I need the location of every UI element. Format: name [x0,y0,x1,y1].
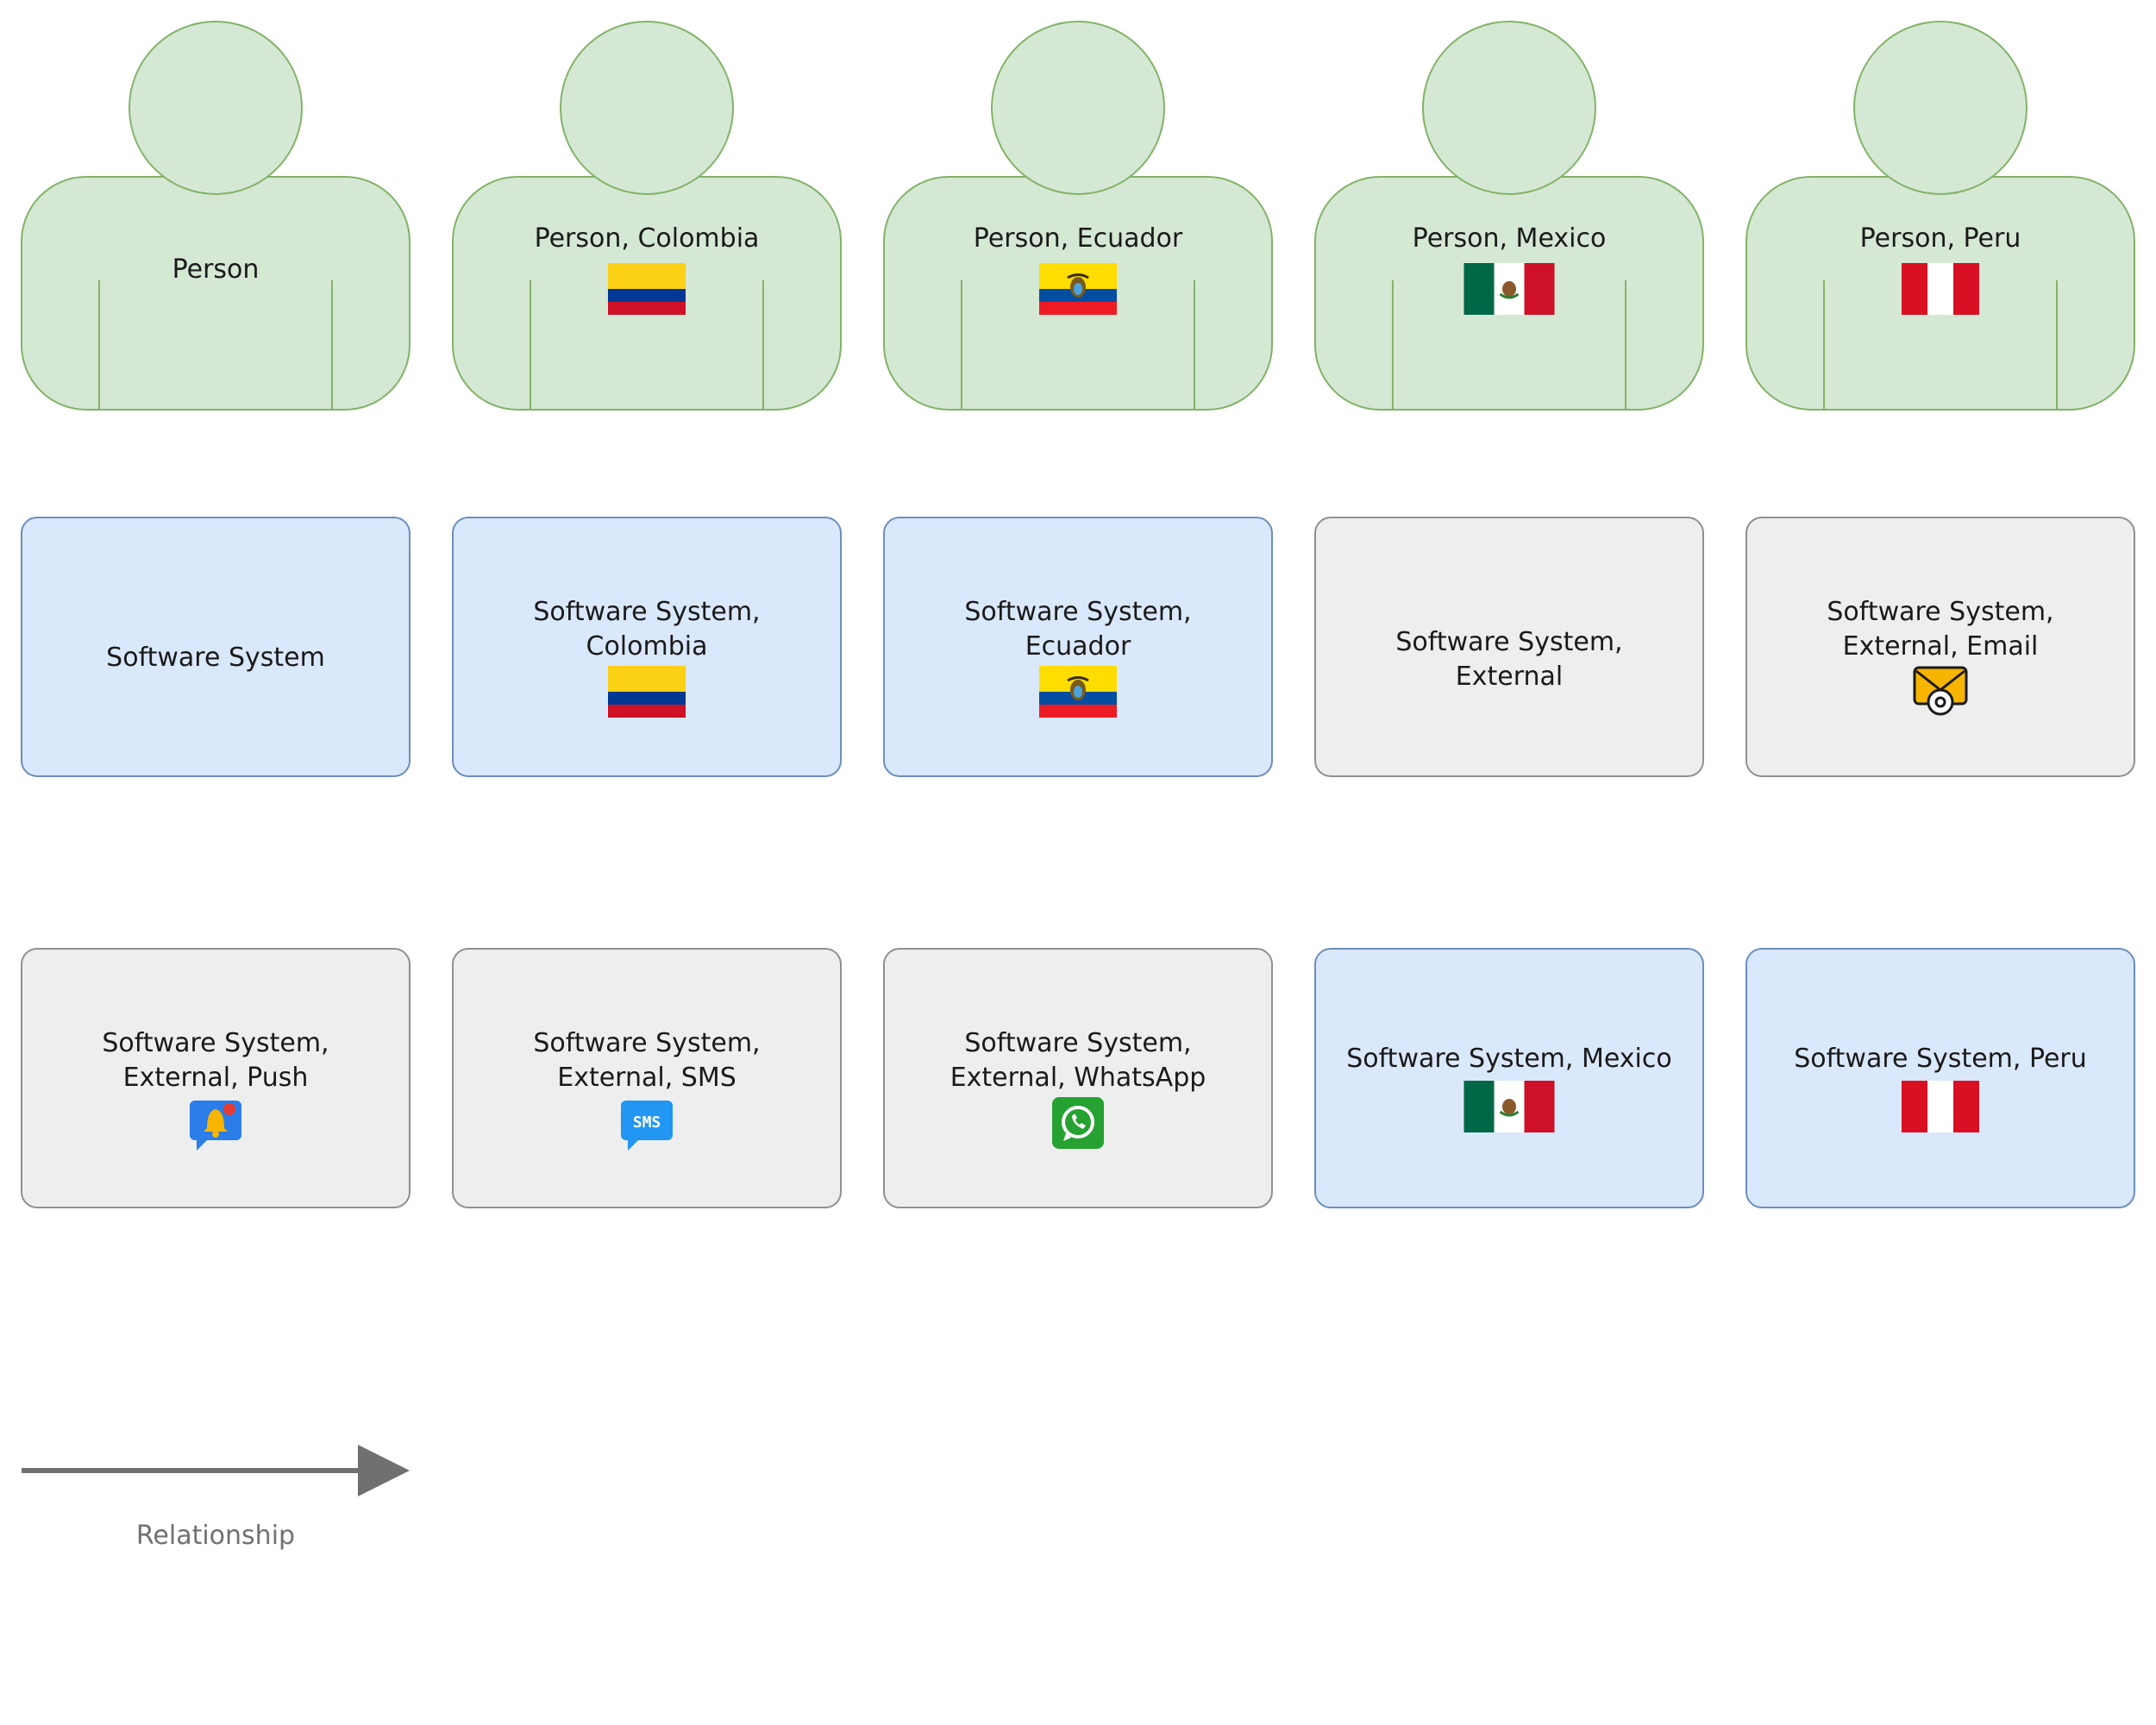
person-mexico-label: Person, Mexico [1413,223,1607,254]
person-peru-label: Person, Peru [1860,223,2021,254]
software-system-box[interactable]: Software System [21,517,411,777]
person-label: Person [172,254,260,285]
software-system-external-email-label-line2: External, Email [1843,631,2039,662]
software-system-colombia-label-line1: Software System, [533,597,760,627]
software-system-external-push-label-line1: Software System, [102,1028,329,1058]
person-mexico-shape[interactable]: Person, Mexico [1314,21,1704,411]
software-system-peru-label: Software System, Peru [1794,1044,2087,1074]
software-system-external-whatsapp-label-line1: Software System, [964,1028,1191,1058]
svg-text:SMS: SMS [633,1113,661,1132]
software-system-external-whatsapp-label-line2: External, WhatsApp [950,1063,1206,1093]
software-system-external-sms-label-line2: External, SMS [557,1063,736,1093]
peru-flag-icon [1902,1081,1979,1132]
software-system-external-push-box[interactable]: Software System, External, Push [21,948,411,1208]
software-system-ecuador-label-line1: Software System, [964,597,1191,627]
relationship-label: Relationship [136,1521,295,1551]
email-icon [1913,666,1968,716]
push-notification-icon [190,1101,241,1151]
software-system-external-email-label-line1: Software System, [1827,597,2053,627]
person-ecuador-label: Person, Ecuador [974,223,1183,254]
relationship-arrow[interactable] [22,1445,410,1496]
mexico-flag-icon [1463,261,1556,317]
person-peru-shape[interactable]: Person, Peru [1745,21,2135,411]
software-system-ecuador-label-line2: Ecuador [1025,631,1131,662]
software-system-peru-box[interactable]: Software System, Peru [1745,948,2135,1208]
peru-flag-icon [1902,263,1979,315]
colombia-flag-icon [608,666,686,718]
colombia-flag-icon [608,263,686,315]
person-shape[interactable]: Person [21,21,411,411]
person-colombia-shape[interactable]: Person, Colombia [452,21,842,411]
software-system-external-sms-label-line1: Software System, [533,1028,760,1058]
software-system-mexico-label: Software System, Mexico [1346,1044,1671,1074]
software-system-external-box[interactable]: Software System, External [1314,517,1704,777]
person-ecuador-shape[interactable]: Person, Ecuador [883,21,1273,411]
software-system-external-email-box[interactable]: Software System, External, Email [1745,517,2135,777]
software-system-external-push-label-line2: External, Push [123,1063,309,1093]
software-system-ecuador-box[interactable]: Software System, Ecuador [883,517,1273,777]
sms-icon: SMS [621,1101,673,1151]
software-system-external-label-line1: Software System, [1395,627,1622,657]
ecuador-flag-icon [1037,261,1119,317]
whatsapp-icon [1052,1097,1104,1149]
software-system-mexico-box[interactable]: Software System, Mexico [1314,948,1704,1208]
software-system-colombia-box[interactable]: Software System, Colombia [452,517,842,777]
software-system-external-whatsapp-box[interactable]: Software System, External, WhatsApp [883,948,1273,1208]
software-system-external-label-line2: External [1456,662,1563,692]
software-system-external-sms-box[interactable]: Software System, External, SMS SMS [452,948,842,1208]
ecuador-flag-icon [1037,664,1119,719]
mexico-flag-icon [1463,1079,1556,1134]
software-system-label: Software System [106,643,325,673]
person-colombia-label: Person, Colombia [535,223,760,254]
software-system-colombia-label-line2: Colombia [586,631,708,662]
